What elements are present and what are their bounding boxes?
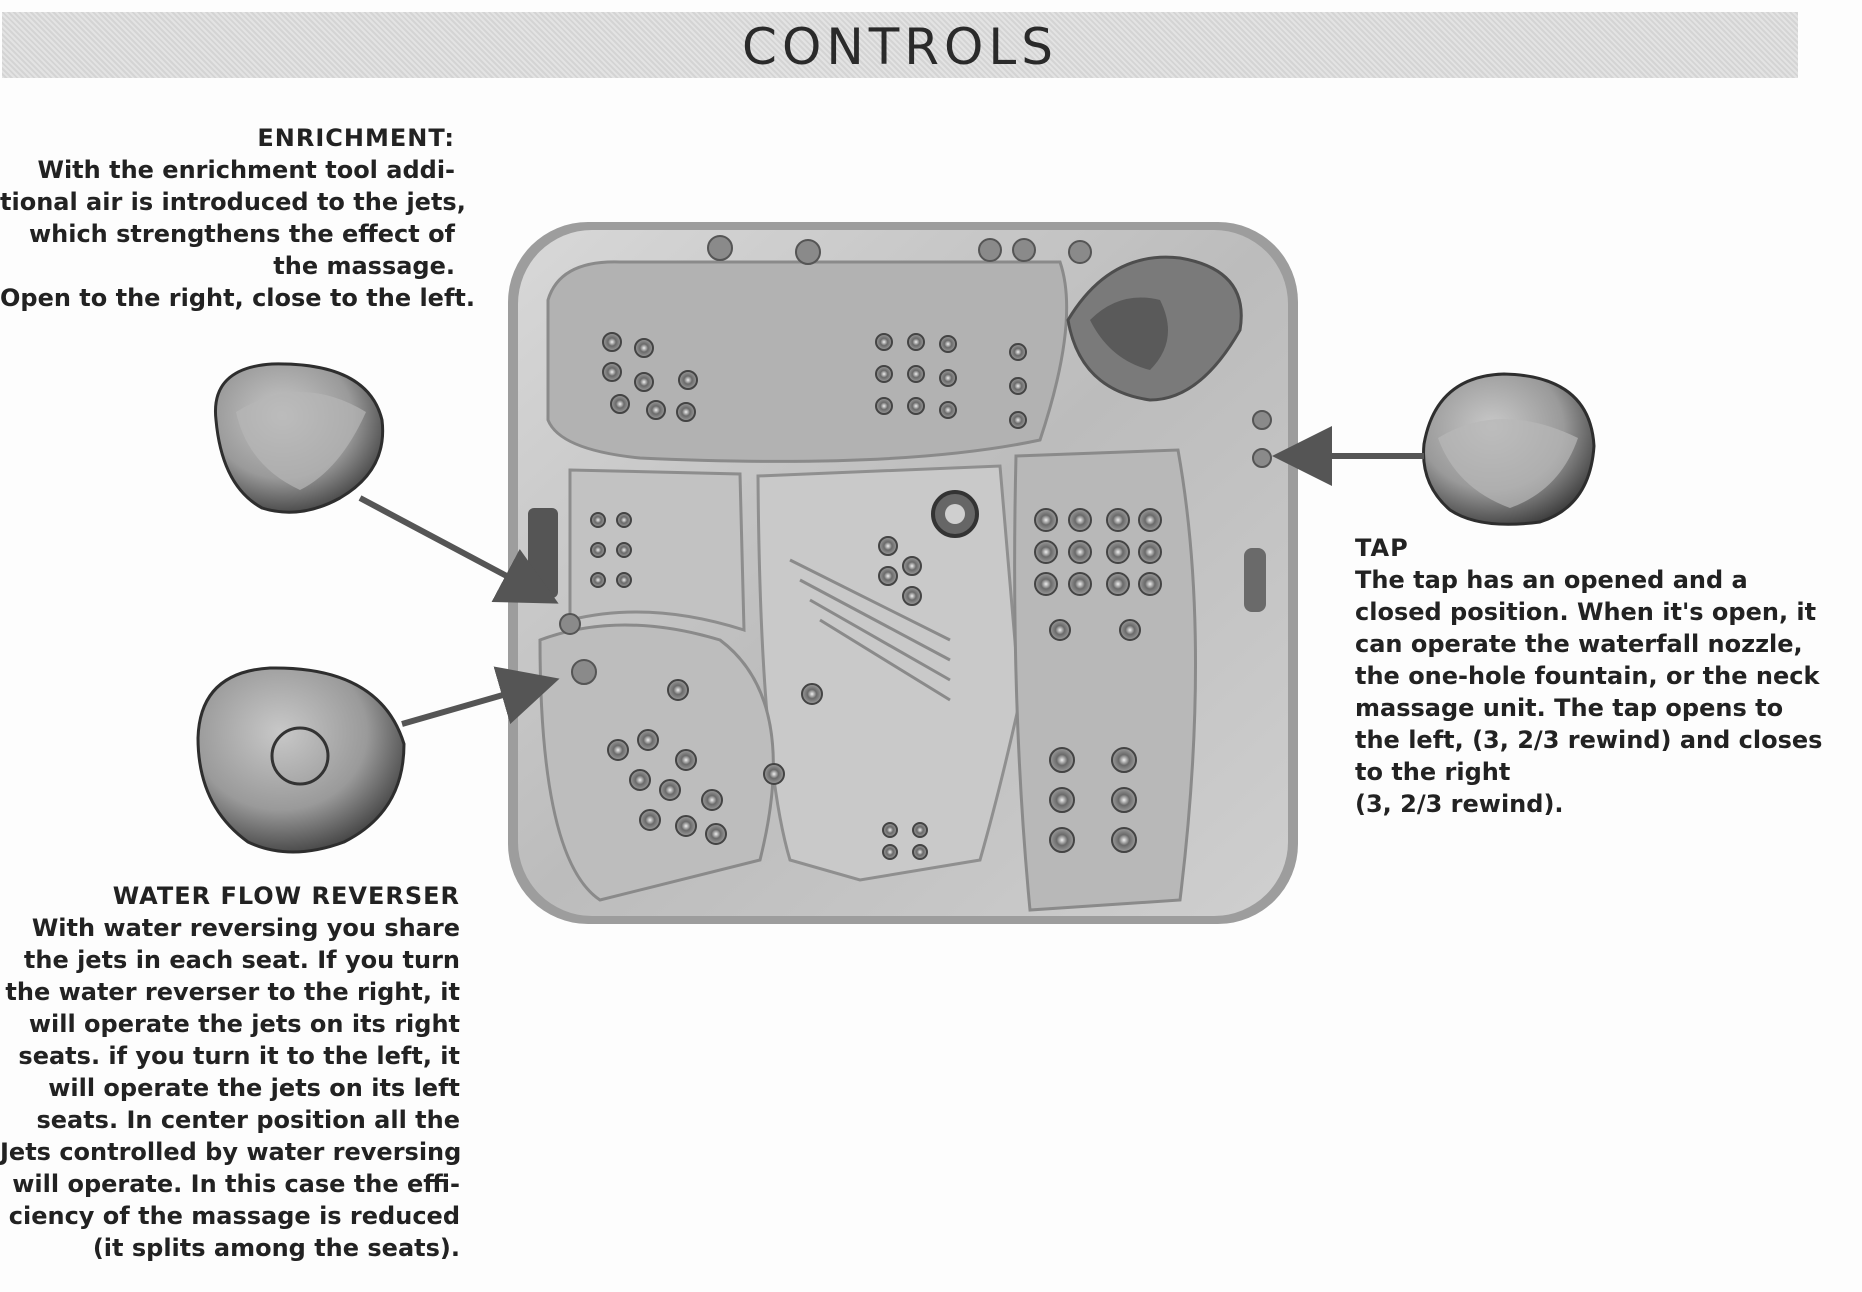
reverser-line: With water reversing you share xyxy=(31,914,460,942)
reverser-heading: WATER FLOW REVERSER xyxy=(112,882,460,910)
reverser-line: seats. In center position all the xyxy=(36,1106,460,1134)
reverser-line: the jets in each seat. If you turn xyxy=(23,946,460,974)
reverser-line: ciency of the massage is reduced xyxy=(8,1202,460,1230)
tap-line: to the right xyxy=(1355,758,1511,786)
enrichment-knob-icon xyxy=(213,362,385,514)
tap-line: closed position. When it's open, it xyxy=(1355,598,1817,626)
tap-line: the left, (3, 2/3 rewind) and closes xyxy=(1355,726,1823,754)
reverser-line: seats. if you turn it to the left, it xyxy=(18,1042,460,1070)
tap-section: TAP The tap has an opened and a closed p… xyxy=(1355,532,1823,820)
title-band: CONTROLS xyxy=(2,12,1798,78)
enrichment-line: tional air is introduced to the jets, xyxy=(0,188,466,216)
page-title: CONTROLS xyxy=(742,18,1058,76)
enrichment-line: the massage. xyxy=(273,252,455,280)
tap-line: the one-hole fountain, or the neck xyxy=(1355,662,1820,690)
tap-line: The tap has an opened and a xyxy=(1355,566,1748,594)
enrichment-line: which strengthens the effect of xyxy=(28,220,455,248)
water-reverser-knob-icon xyxy=(196,666,406,854)
reverser-line: (it splits among the seats). xyxy=(92,1234,460,1262)
tap-line: can operate the waterfall nozzle, xyxy=(1355,630,1803,658)
enrichment-heading: ENRICHMENT: xyxy=(257,124,455,152)
enrichment-line: Open to the right, close to the left. xyxy=(0,284,475,312)
tap-line: (3, 2/3 rewind). xyxy=(1355,790,1564,818)
water-flow-reverser-section: WATER FLOW REVERSER With water reversing… xyxy=(0,880,462,1264)
reverser-line: Jets controlled by water reversing xyxy=(0,1138,462,1166)
reverser-line: the water reverser to the right, it xyxy=(5,978,460,1006)
spa-tub-top-view xyxy=(508,222,1298,924)
reverser-line: will operate the jets on its left xyxy=(48,1074,460,1102)
enrichment-line: With the enrichment tool addi- xyxy=(37,156,455,184)
enrichment-section: ENRICHMENT: With the enrichment tool add… xyxy=(0,122,475,314)
tap-knob-icon xyxy=(1422,372,1596,526)
tap-heading: TAP xyxy=(1355,534,1409,562)
reverser-line: will operate. In this case the effi- xyxy=(12,1170,460,1198)
tap-line: massage unit. The tap opens to xyxy=(1355,694,1784,722)
reverser-arrow xyxy=(401,666,560,727)
enrichment-arrow xyxy=(358,495,559,604)
reverser-line: will operate the jets on its right xyxy=(28,1010,460,1038)
